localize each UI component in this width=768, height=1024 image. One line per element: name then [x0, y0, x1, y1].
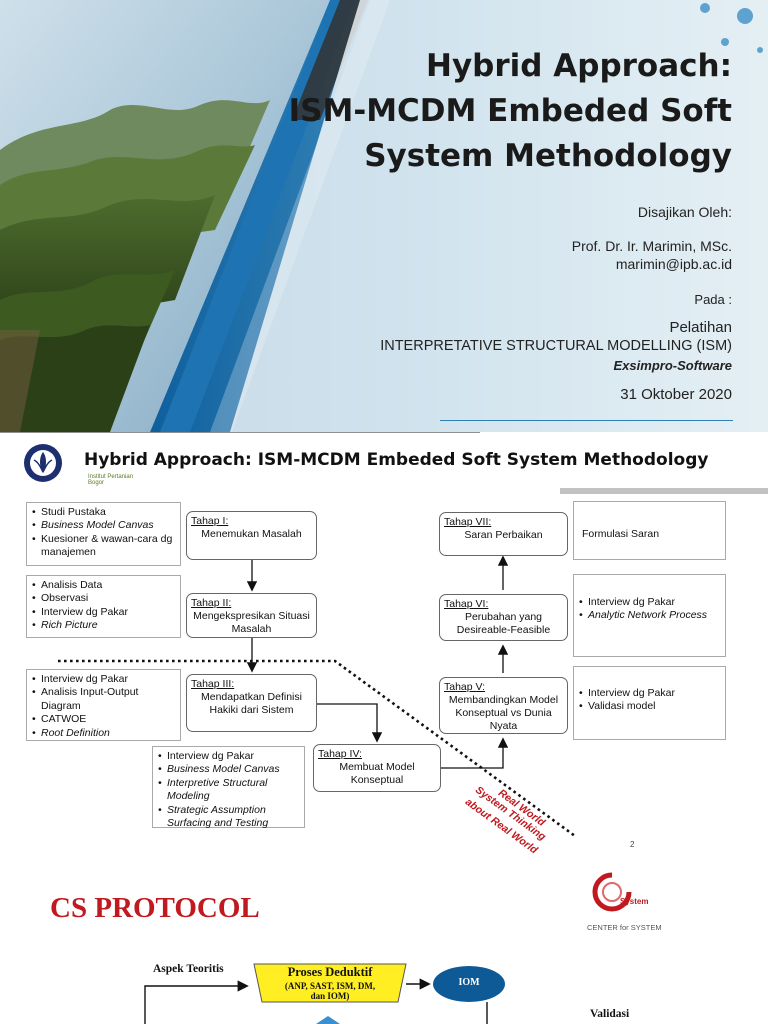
divider-line — [440, 420, 733, 421]
validasi-label: Validasi — [590, 1008, 630, 1020]
methods-box-2: Analisis Data Observasi Interview dg Pak… — [26, 575, 181, 638]
event-date: 31 Oktober 2020 — [620, 386, 732, 403]
title-line-3: System Methodology — [364, 138, 732, 174]
logo-caption: CENTER for SYSTEM — [587, 923, 662, 932]
logo-caption: Institut Pertanian Bogor — [88, 474, 134, 486]
presenter-name: Prof. Dr. Ir. Marimin, MSc. — [571, 238, 732, 254]
event-name: INTERPRETATIVE STRUCTURAL MODELLING (ISM… — [380, 338, 732, 354]
list-item: Business Model Canvas — [32, 519, 175, 533]
landscape-photo — [0, 0, 768, 432]
university-logo — [24, 444, 62, 482]
list-item: Interview dg Pakar — [32, 673, 175, 687]
connector-lines — [58, 555, 576, 838]
list-item: Interview dg Pakar — [32, 606, 175, 620]
tahap-7-label: Tahap VII: — [444, 516, 492, 528]
proses-sub-1: (ANP, SAST, ISM, DM, — [284, 981, 376, 991]
methods-box-4: Interview dg Pakar Business Model Canvas… — [152, 746, 305, 831]
protocol-slide: CS PROTOCOL System CENTER for SYSTEM Asp… — [0, 864, 768, 1024]
tahap-5-text: Membandingkan Model Konseptual vs Dunia … — [448, 694, 559, 732]
tahap-7-box: Tahap VII: Saran Perbaikan — [439, 512, 568, 556]
presented-by-label: Disajikan Oleh: — [637, 204, 732, 220]
organizer-name: Exsimpro-Software — [613, 358, 732, 373]
tahap-2-text: Mengekspresikan Situasi Masalah — [193, 610, 310, 635]
list-item: Validasi model — [579, 700, 720, 714]
formulasi-box: Formulasi Saran — [573, 501, 726, 560]
tahap-1-box: Tahap I: Menemukan Masalah — [186, 511, 317, 560]
list-item: Analytic Network Process — [579, 609, 720, 623]
page-number: 2 — [630, 840, 635, 849]
title-line-2: ISM-MCDM Embeded Soft — [288, 93, 732, 129]
list-item: Observasi — [32, 592, 175, 606]
list-item: Interview dg Pakar — [579, 687, 720, 701]
tahap-3-label: Tahap III: — [191, 678, 235, 690]
protocol-flow-lines — [144, 963, 505, 1024]
methods-box-3: Interview dg Pakar Analisis Input-Output… — [26, 669, 181, 741]
tahap-6-text: Perubahan yang Desireable-Feasible — [456, 611, 551, 636]
event-label: Pelatihan — [669, 319, 732, 336]
tahap-1-text: Menemukan Masalah — [201, 528, 302, 540]
methods-box-1: Studi Pustaka Business Model Canvas Kues… — [26, 502, 181, 566]
tahap-6-label: Tahap VI: — [444, 598, 489, 610]
list-item: Interview dg Pakar — [158, 750, 299, 764]
title-slide: Hybrid Approach: ISM-MCDM Embeded Soft S… — [0, 0, 768, 432]
tahap-3-text: Mendapatkan Definisi Hakiki dari Sistem — [201, 691, 302, 716]
slide-title: CS PROTOCOL — [50, 892, 260, 924]
system-logo-icon — [592, 872, 632, 912]
list-item: Studi Pustaka — [32, 506, 175, 520]
list-item: Rich Picture — [32, 619, 175, 633]
slide-background — [0, 432, 768, 494]
diagram-slide: Institut Pertanian Bogor Hybrid Approach… — [0, 432, 768, 864]
tahap-5-label: Tahap V: — [444, 681, 486, 693]
title-line-1: Hybrid Approach: — [426, 48, 732, 84]
presenter-email: marimin@ipb.ac.id — [615, 256, 732, 272]
pada-label: Pada : — [694, 292, 732, 307]
tahap-4-box: Tahap IV: Membuat Model Konseptual — [313, 744, 441, 792]
tahap-4-text: Membuat Model Konseptual — [339, 761, 415, 786]
list-item: Analisis Input-Output Diagram — [32, 686, 175, 713]
tahap-7-text: Saran Perbaikan — [464, 529, 543, 541]
proses-sub-2: dan IOM) — [310, 991, 350, 1001]
list-item: Root Definition — [32, 727, 175, 741]
formulasi-text: Formulasi Saran — [582, 528, 660, 540]
list-item: Business Model Canvas — [158, 763, 299, 777]
tahap-1-label: Tahap I: — [191, 515, 229, 527]
tahap-2-label: Tahap II: — [191, 597, 232, 609]
tahap-4-label: Tahap IV: — [318, 748, 362, 760]
tahap-6-box: Tahap VI: Perubahan yang Desireable-Feas… — [439, 594, 568, 641]
methods-box-6: Interview dg Pakar Validasi model — [573, 666, 726, 740]
proses-title: Proses Deduktif — [287, 965, 373, 979]
iom-node: IOM — [458, 977, 480, 988]
list-item: Interpretive Structural Modeling — [158, 777, 299, 804]
list-item: CATWOE — [32, 713, 175, 727]
tahap-2-box: Tahap II: Mengekspresikan Situasi Masala… — [186, 593, 317, 638]
list-item: Strategic Assumption Surfacing and Testi… — [158, 804, 299, 831]
tahap-5-box: Tahap V: Membandingkan Model Konseptual … — [439, 677, 568, 734]
list-item: Kuesioner & wawan-cara dg manajemen — [32, 533, 175, 560]
slide-title: Hybrid Approach: ISM-MCDM Embeded Soft S… — [212, 44, 732, 179]
methods-box-5: Interview dg Pakar Analytic Network Proc… — [573, 574, 726, 657]
list-item: Analisis Data — [32, 579, 175, 593]
aspek-label: Aspek Teoritis — [153, 963, 224, 975]
tahap-3-box: Tahap III: Mendapatkan Definisi Hakiki d… — [186, 674, 317, 732]
list-item: Interview dg Pakar — [579, 596, 720, 610]
slide-title: Hybrid Approach: ISM-MCDM Embeded Soft S… — [84, 450, 709, 470]
logo-word: System — [620, 897, 649, 906]
